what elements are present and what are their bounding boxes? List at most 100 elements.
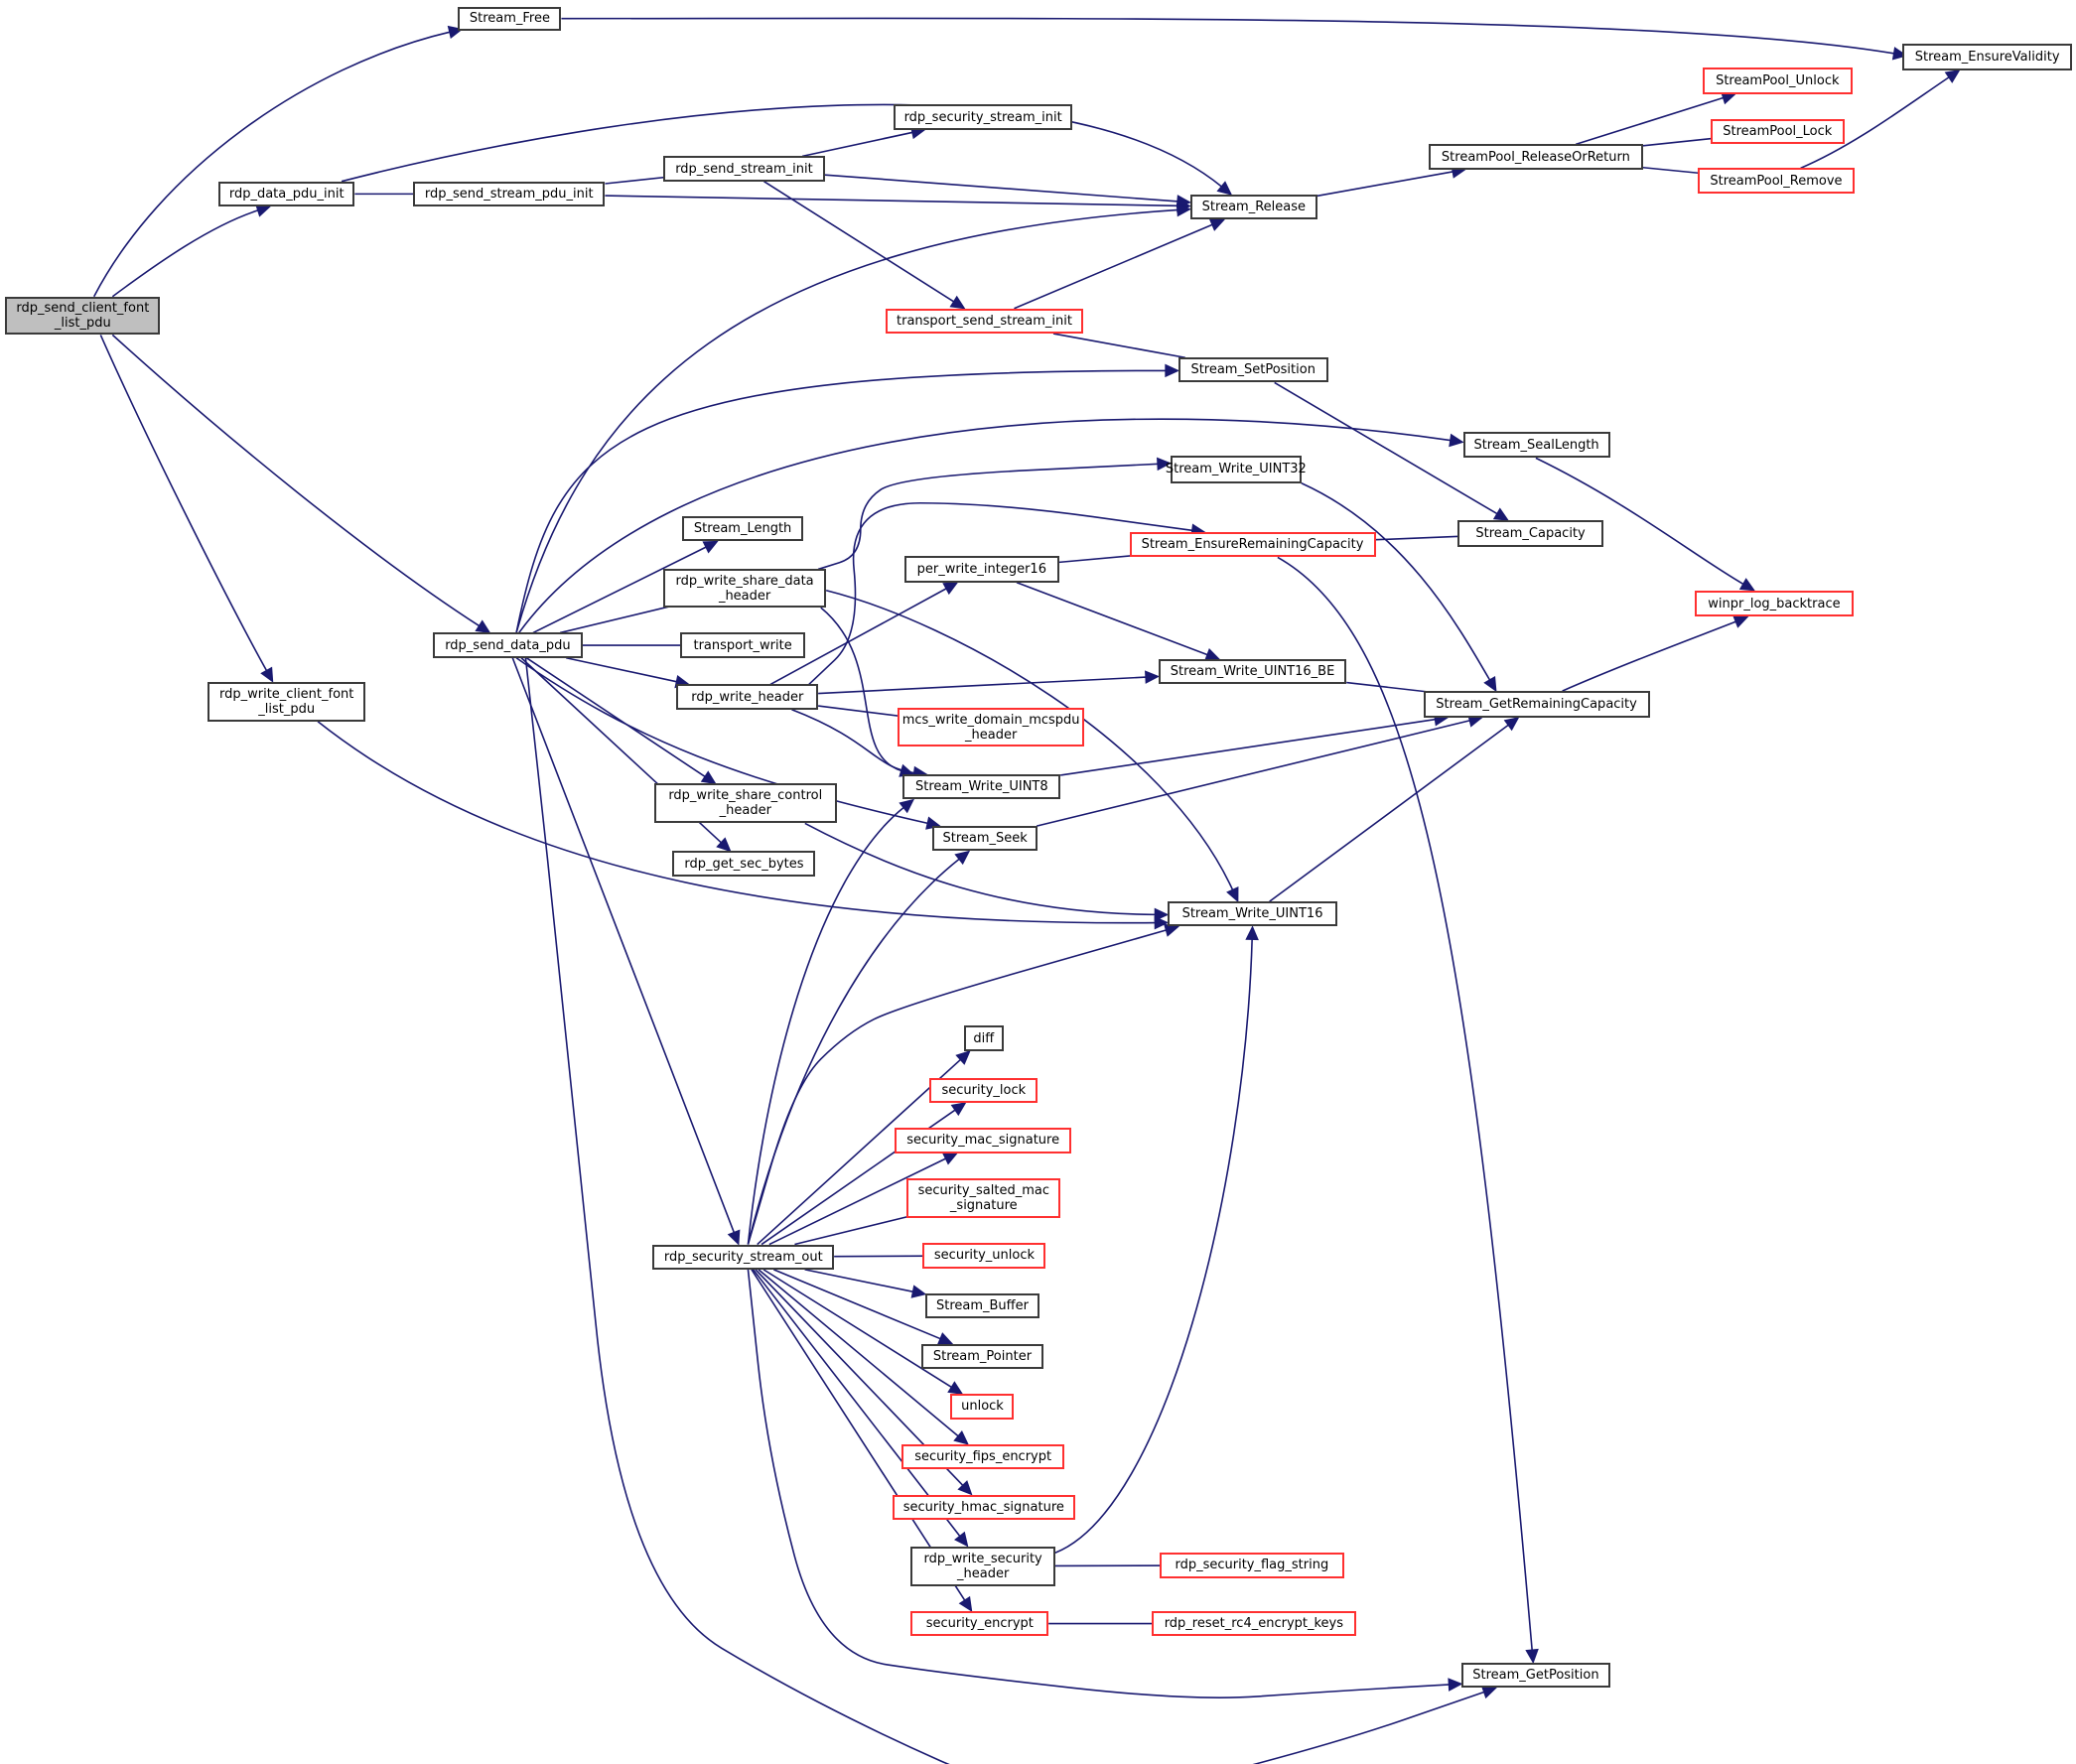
edge-rdp_send_data_pdu-to-stream_length (532, 546, 708, 634)
node-security-mac-signature[interactable]: security_mac_signature (895, 1128, 1071, 1153)
edge-rdp_send_data_pdu-to-stream_release (515, 208, 1178, 633)
arrowhead-icon (1449, 433, 1464, 448)
node-stream-capacity[interactable]: Stream_Capacity (1457, 520, 1603, 547)
node-rdp-send-data-pdu[interactable]: rdp_send_data_pdu (433, 632, 583, 658)
node-stream-seek[interactable]: Stream_Seek (931, 826, 1038, 852)
edge-rdp_send_data_pdu-to-stream_getposition (524, 657, 1485, 1764)
node-winpr-log-backtrace[interactable]: winpr_log_backtrace (1694, 590, 1854, 617)
node-stream-pointer[interactable]: Stream_Pointer (921, 1343, 1043, 1369)
arrowhead-icon (1165, 363, 1180, 378)
arrowhead-icon (953, 1430, 969, 1445)
edge-rdp_security_stream_out-to-security_lock (761, 1109, 957, 1246)
node-rdp-security-flag-string[interactable]: rdp_security_flag_string (1160, 1553, 1344, 1578)
node-security-fips-encrypt[interactable]: security_fips_encrypt (901, 1443, 1065, 1470)
node-rdp-write-share-data-header[interactable]: rdp_write_share_data _header (663, 569, 827, 609)
node-rdp-send-stream-pdu-init[interactable]: rdp_send_stream_pdu_init (413, 181, 606, 207)
node-rdp-reset-rc4-encrypt-keys[interactable]: rdp_reset_rc4_encrypt_keys (1152, 1610, 1356, 1637)
arrowhead-icon (716, 837, 732, 853)
node-stream-ensurevalidity[interactable]: Stream_EnsureValidity (1902, 44, 2072, 70)
arrowhead-icon (957, 1480, 973, 1496)
arrowhead-icon (947, 1381, 964, 1395)
edge-stream_setposition-to-stream_capacity (1274, 381, 1499, 515)
node-rdp-write-security-header[interactable]: rdp_write_security _header (910, 1546, 1055, 1586)
node-streampool-lock[interactable]: StreamPool_Lock (1710, 119, 1845, 145)
node-per-write-integer16[interactable]: per_write_integer16 (903, 556, 1059, 583)
node-rdp-send-stream-init[interactable]: rdp_send_stream_init (663, 156, 825, 182)
arrowhead-icon (1448, 1678, 1463, 1692)
arrowhead-icon (942, 582, 959, 596)
edge-stream_write_uint8-to-stream_getremainingcapacity (1060, 718, 1437, 776)
edge-stream_write_uint32-to-stream_getremainingcapacity (1301, 482, 1491, 682)
node-security-lock[interactable]: security_lock (929, 1077, 1038, 1103)
arrowhead-icon (727, 1229, 741, 1246)
arrowhead-icon (1176, 203, 1192, 217)
node-rdp-security-stream-out[interactable]: rdp_security_stream_out (652, 1244, 835, 1270)
edge-rdp_send_stream_pdu_init-to-stream_release (605, 195, 1178, 207)
arrowhead-icon (1483, 676, 1497, 693)
edge-rdp_security_stream_out-to-stream_getposition (747, 1269, 1451, 1698)
node-transport-write[interactable]: transport_write (680, 632, 805, 658)
node-security-unlock[interactable]: security_unlock (922, 1243, 1046, 1269)
edge-rdp_write_security_header-to-stream_write_uint16 (1054, 938, 1253, 1554)
node-stream-write-uint16-be[interactable]: Stream_Write_UINT16_BE (1158, 659, 1347, 685)
edge-streampool_releaseorreturn-to-streampool_unlock (1575, 96, 1725, 146)
edge-root-to-rdp_data_pdu_init (111, 208, 259, 298)
node-stream-write-uint16[interactable]: Stream_Write_UINT16 (1168, 901, 1337, 927)
node-stream-seallength[interactable]: Stream_SealLength (1462, 431, 1610, 459)
node-security-hmac-signature[interactable]: security_hmac_signature (892, 1494, 1075, 1520)
arrowhead-icon (954, 1531, 969, 1548)
edge-transport_send_stream_init-to-stream_setposition (1052, 333, 1185, 359)
arrowhead-icon (899, 798, 915, 814)
node-stream-length[interactable]: Stream_Length (681, 516, 804, 542)
node-stream-getremainingcapacity[interactable]: Stream_GetRemainingCapacity (1423, 691, 1650, 718)
arrowhead-icon (1154, 907, 1170, 922)
node-security-salted-mac-signature[interactable]: security_salted_mac _signature (906, 1177, 1061, 1218)
edge-rdp_security_stream_out-to-unlock (762, 1269, 953, 1389)
edge-rdp_send_stream_init-to-stream_release (824, 174, 1178, 203)
edge-rdp_send_data_pdu-to-rdp_security_stream_out (511, 657, 736, 1234)
node-rdp-write-share-control-header[interactable]: rdp_write_share_control _header (653, 783, 837, 824)
arrowhead-icon (475, 619, 491, 634)
node-root: rdp_send_client_font _list_pdu (5, 296, 161, 336)
edge-rdp_send_data_pdu-to-stream_seek (515, 657, 929, 825)
node-stream-getposition[interactable]: Stream_GetPosition (1461, 1662, 1610, 1689)
arrowhead-icon (1525, 1648, 1539, 1665)
node-rdp-write-header[interactable]: rdp_write_header (676, 684, 819, 710)
node-streampool-remove[interactable]: StreamPool_Remove (1697, 168, 1856, 194)
node-streampool-unlock[interactable]: StreamPool_Unlock (1702, 68, 1853, 94)
arrowhead-icon (1732, 615, 1749, 628)
edge-rdp_write_share_control_header-to-stream_write_uint16 (804, 822, 1157, 916)
node-diff[interactable]: diff (963, 1025, 1004, 1051)
edge-rdp_write_header-to-per_write_integer16 (769, 587, 948, 686)
edge-root-to-stream_free (92, 31, 451, 298)
node-security-encrypt[interactable]: security_encrypt (910, 1610, 1049, 1637)
node-stream-free[interactable]: Stream_Free (458, 6, 562, 31)
node-rdp-security-stream-init[interactable]: rdp_security_stream_init (894, 104, 1073, 130)
arrowhead-icon (1944, 69, 1961, 83)
node-stream-write-uint32[interactable]: Stream_Write_UINT32 (1166, 455, 1307, 483)
node-mcs-write-domain-mcspdu-header[interactable]: mcs_write_domain_mcspdu _header (898, 708, 1085, 747)
edge-rdp_write_share_data_header-to-stream_write_uint8 (820, 607, 902, 772)
node-streampool-releaseorreturn[interactable]: StreamPool_ReleaseOrReturn (1428, 144, 1643, 170)
edge-rdp_send_stream_init-to-transport_send_stream_init (763, 181, 955, 303)
node-stream-buffer[interactable]: Stream_Buffer (925, 1292, 1039, 1319)
node-transport-send-stream-init[interactable]: transport_send_stream_init (886, 308, 1083, 335)
edge-rdp_security_stream_out-to-security_salted_mac_signature (794, 1212, 920, 1246)
node-stream-ensureremainingcapacity[interactable]: Stream_EnsureRemainingCapacity (1129, 532, 1376, 558)
node-rdp-get-sec-bytes[interactable]: rdp_get_sec_bytes (672, 851, 816, 877)
arrowhead-icon (910, 1285, 927, 1298)
node-rdp-write-client-font-list-pdu[interactable]: rdp_write_client_font _list_pdu (208, 681, 366, 722)
node-stream-release[interactable]: Stream_Release (1189, 195, 1317, 220)
arrowhead-icon (958, 1595, 973, 1612)
node-stream-setposition[interactable]: Stream_SetPosition (1177, 357, 1328, 383)
arrowhead-icon (941, 1152, 959, 1165)
node-rdp-data-pdu-init[interactable]: rdp_data_pdu_init (218, 181, 355, 207)
edge-rdp_write_share_data_header-to-stream_write_uint16 (825, 589, 1234, 891)
arrowhead-icon (1216, 181, 1233, 196)
node-unlock[interactable]: unlock (950, 1394, 1015, 1420)
edge-root-to-rdp_write_client_font_list_pdu (99, 335, 268, 672)
edge-stream_free-to-stream_ensurevalidity (561, 17, 1895, 55)
node-stream-write-uint8[interactable]: Stream_Write_UINT8 (902, 774, 1061, 800)
arrowhead-icon (1738, 578, 1755, 592)
edge-rdp_send_stream_init-to-rdp_security_stream_init (801, 131, 915, 158)
